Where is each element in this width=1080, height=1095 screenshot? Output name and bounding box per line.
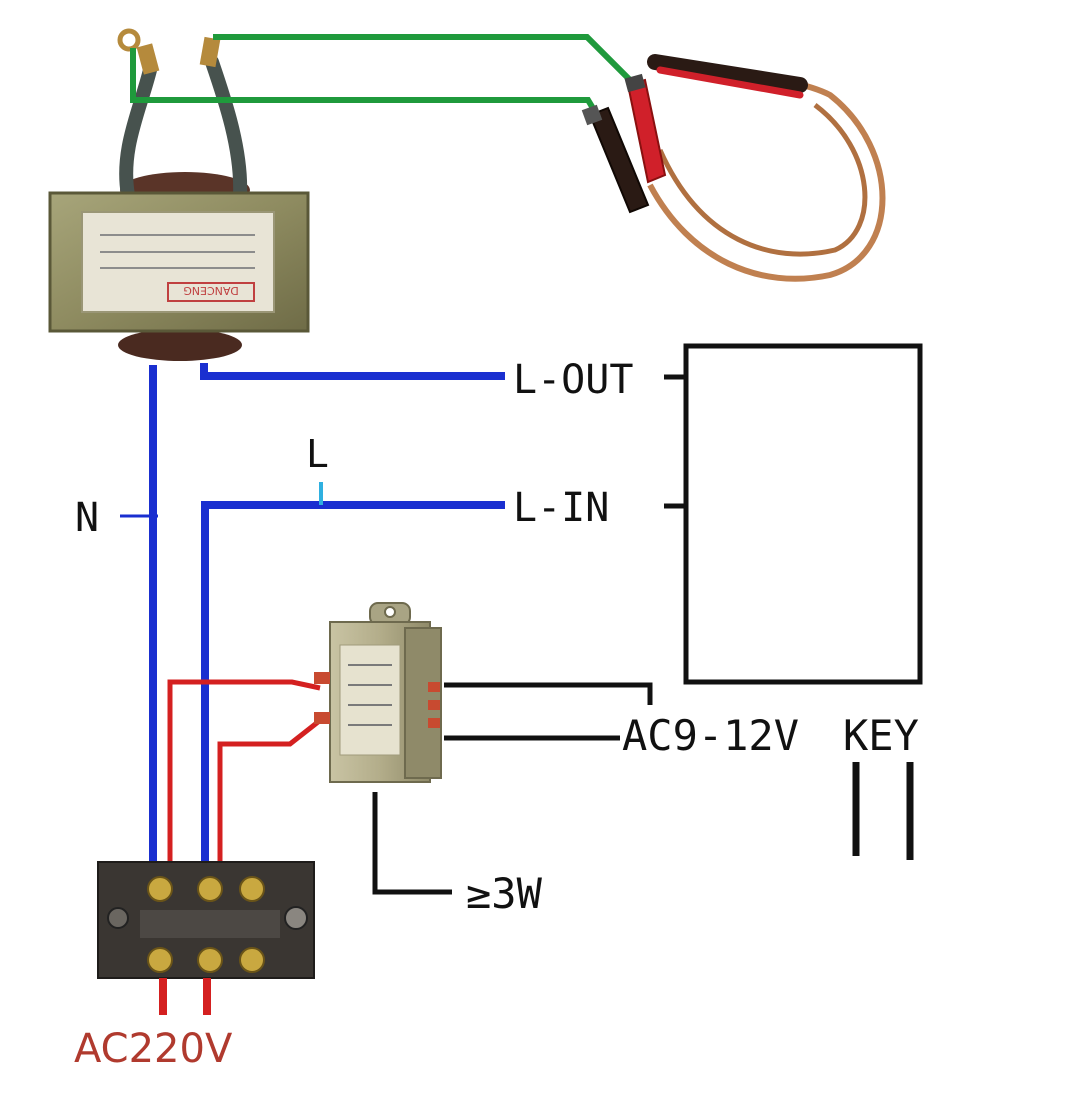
terminal-mount-hole-left xyxy=(107,907,129,929)
transformer-lead-left xyxy=(119,63,157,202)
power-wire xyxy=(372,792,452,895)
terminal-crimp-left xyxy=(136,43,160,75)
l-out-label: L-OUT xyxy=(513,357,633,403)
terminal-screw xyxy=(147,876,173,902)
main-transformer: DANCENG xyxy=(48,28,310,361)
terminal-screw xyxy=(197,947,223,973)
l-in-label: L-IN xyxy=(513,485,609,531)
probe-red-tip xyxy=(624,73,646,93)
winding-tab xyxy=(428,682,440,692)
probe-black-handle xyxy=(588,106,650,214)
transformer-brand-text: DANCENG xyxy=(183,284,238,297)
ac-low-wire-upper xyxy=(444,682,653,705)
key-switch xyxy=(852,762,914,860)
neutral-label: N xyxy=(75,495,99,541)
winding-tab xyxy=(428,700,440,710)
control-module-box xyxy=(683,343,923,685)
ring-terminal-left xyxy=(117,28,141,52)
terminal-mount-hole-right xyxy=(284,906,308,930)
power-rating-label: ≥3W xyxy=(466,869,543,918)
probe-red-handle xyxy=(626,78,667,184)
copper-cable-inner xyxy=(657,103,868,257)
transformer-coil-bottom xyxy=(118,329,242,361)
feed-wire-upper xyxy=(167,679,321,880)
welding-probes xyxy=(581,54,886,282)
winding-tab xyxy=(314,712,330,724)
terminal-screw xyxy=(239,947,265,973)
control-transformer-plate xyxy=(339,644,401,756)
probe-black-tip xyxy=(581,104,603,126)
terminal-crimp-right xyxy=(199,36,221,68)
label-brand-box xyxy=(167,282,255,302)
primary-feed-wires xyxy=(167,679,321,880)
winding-tab xyxy=(428,718,440,728)
terminal-screw xyxy=(147,947,173,973)
probe-cable-red xyxy=(656,66,804,99)
ac-low-voltage-label: AC9-12V xyxy=(622,711,799,760)
live-label: L xyxy=(306,432,329,476)
key-label: KEY xyxy=(843,711,919,760)
control-wires xyxy=(372,374,685,895)
l-in-wire xyxy=(201,501,505,880)
terminal-divider xyxy=(140,910,280,938)
transformer-lead-right xyxy=(205,55,248,202)
main-wires xyxy=(149,363,505,880)
transformer-label-plate xyxy=(81,211,275,313)
probe-cable-black xyxy=(647,54,808,93)
mount-hole xyxy=(384,606,396,618)
feed-wire-lower xyxy=(217,720,320,880)
terminal-block xyxy=(97,861,315,979)
terminal-screw xyxy=(239,876,265,902)
winding-tab xyxy=(314,672,330,684)
mains-leads xyxy=(159,978,211,1015)
l-out-wire xyxy=(200,363,505,380)
control-transformer xyxy=(314,602,442,783)
mains-voltage-label: AC220V xyxy=(74,1026,233,1072)
secondary-wire-upper xyxy=(213,34,635,85)
terminal-screw xyxy=(197,876,223,902)
